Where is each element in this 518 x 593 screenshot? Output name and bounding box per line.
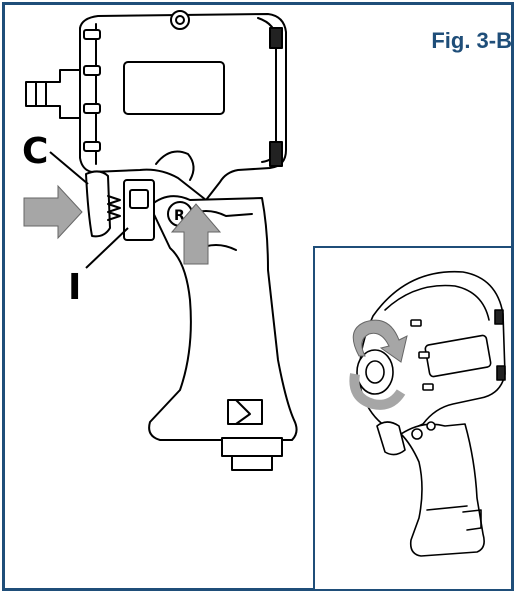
rotation-arrow-icon: [352, 319, 408, 363]
figure-label: Fig. 3-B: [431, 28, 512, 53]
leader-line-i: [85, 227, 129, 269]
callout-c: C: [22, 131, 49, 172]
push-arrow-icon: [23, 184, 83, 240]
inset-panel: [313, 246, 513, 591]
up-arrow-icon: [170, 203, 222, 265]
inset-handle: [400, 423, 485, 557]
drive-anvil: [25, 69, 83, 119]
trigger: [85, 170, 111, 238]
callout-i: I: [68, 267, 82, 308]
housing-window: [123, 61, 225, 115]
inset-trigger: [376, 421, 406, 456]
leader-line-c: [49, 151, 89, 185]
spring: [107, 195, 121, 221]
handle: [148, 195, 298, 441]
inset-illustration: [349, 270, 506, 557]
reverse-r-glyph: R: [174, 208, 185, 224]
air-inlet: [221, 437, 283, 457]
